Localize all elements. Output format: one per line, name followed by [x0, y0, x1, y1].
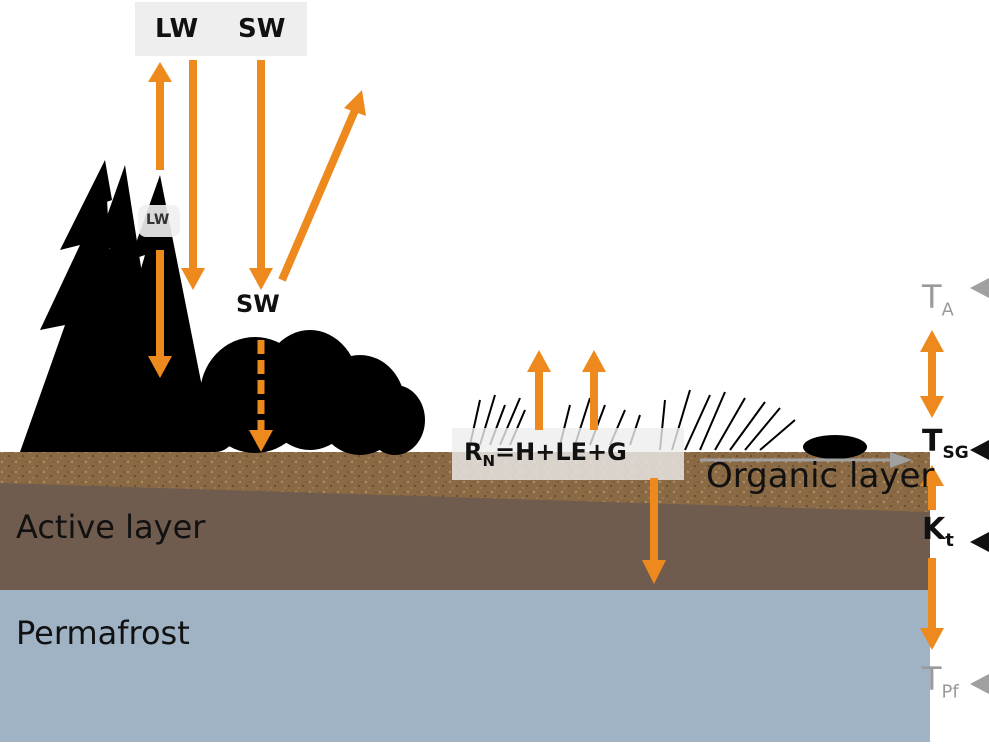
organic-layer	[0, 452, 930, 512]
energy-balance-label: RN=H+LE+G	[464, 438, 627, 470]
kt-sub: t	[945, 530, 954, 551]
tsg-sub: SG	[942, 443, 969, 463]
energy-balance-sub: N	[482, 451, 496, 470]
lw-top-label: LW	[155, 14, 199, 44]
kt-label: Kt	[922, 512, 954, 551]
energy-balance-rest: =H+LE+G	[495, 438, 627, 466]
lw-canopy-box	[138, 205, 180, 237]
tpf-label: TPf	[922, 660, 959, 702]
organic-layer-label: Organic layer	[706, 456, 935, 496]
ta-sub: A	[941, 299, 954, 321]
tpf-sub: Pf	[941, 681, 959, 703]
shrubs	[190, 330, 425, 455]
sw-top-label: SW	[238, 14, 286, 44]
tsg-label: TSG	[922, 424, 969, 463]
kt-main: K	[922, 512, 946, 547]
tpf-marker	[970, 674, 989, 694]
kt-marker	[970, 532, 989, 552]
lw-sw-header-box	[135, 2, 307, 56]
lateral-flux-arrowhead	[890, 452, 912, 468]
energy-balance-box	[452, 428, 684, 480]
ta-label: TA	[922, 278, 954, 320]
permafrost-layer	[0, 590, 930, 742]
energy-balance-main: R	[464, 438, 483, 466]
ta-main: T	[922, 278, 942, 316]
permafrost-label: Permafrost	[16, 614, 190, 652]
sw-ground-label: SW	[236, 290, 280, 318]
sw-transmitted-arrowhead	[249, 430, 273, 452]
tsg-main: T	[922, 424, 943, 459]
tsg-marker	[970, 440, 989, 460]
tpf-main: T	[922, 660, 942, 698]
lw-canopy-label: LW	[146, 212, 170, 228]
flux-arrows	[148, 60, 944, 650]
moss-patch	[803, 435, 867, 459]
ta-marker	[970, 278, 989, 298]
active-layer-label: Active layer	[16, 508, 206, 546]
conifer-trees	[20, 160, 215, 452]
